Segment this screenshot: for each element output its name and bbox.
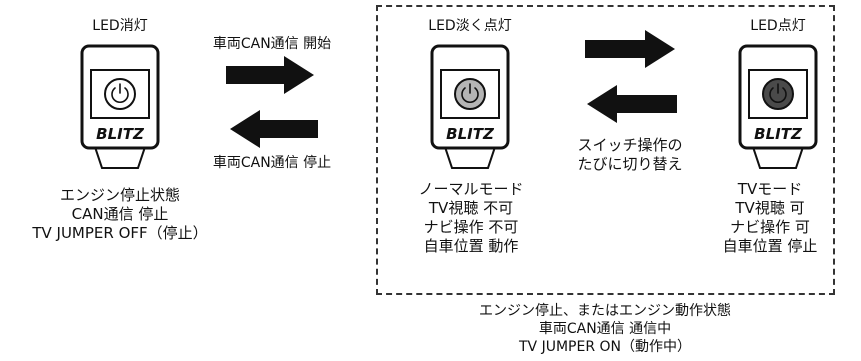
blitz-logo: BLITZ — [446, 125, 495, 143]
blitz-logo: BLITZ — [96, 125, 145, 143]
state-off-description: エンジン停止状態 CAN通信 停止 TV JUMPER OFF（停止） — [32, 186, 208, 242]
device-led-off: BLITZ — [80, 44, 160, 169]
active-state-region — [376, 5, 835, 295]
led-on-indicator — [762, 78, 794, 110]
toggle-label: スイッチ操作の たびに切り替え — [577, 136, 683, 173]
arrow-right-icon — [585, 30, 675, 68]
state-normal-description: ノーマルモード TV視聴 不可 ナビ操作 不可 自車位置 動作 — [418, 180, 524, 255]
led-dim-label: LED淡く点灯 — [428, 18, 512, 34]
power-icon — [769, 83, 787, 103]
led-dim-indicator — [454, 78, 486, 110]
blitz-logo: BLITZ — [754, 125, 803, 143]
led-off-label: LED消灯 — [92, 18, 148, 34]
can-stop-label: 車両CAN通信 停止 — [212, 155, 332, 171]
led-off-indicator — [104, 78, 136, 110]
device-led-dim: BLITZ — [430, 44, 510, 169]
arrow-right-icon — [226, 56, 314, 94]
power-icon — [461, 83, 479, 103]
active-state-footer: エンジン停止、またはエンジン動作状態 車両CAN通信 通信中 TV JUMPER… — [479, 303, 731, 355]
state-tv-description: TVモード TV視聴 可 ナビ操作 可 自車位置 停止 — [722, 180, 818, 255]
arrow-left-icon — [230, 110, 318, 148]
led-on-label: LED点灯 — [750, 18, 806, 34]
arrow-left-icon — [587, 85, 677, 123]
power-icon — [111, 83, 129, 103]
device-led-on: BLITZ — [738, 44, 818, 169]
can-start-label: 車両CAN通信 開始 — [212, 36, 332, 52]
